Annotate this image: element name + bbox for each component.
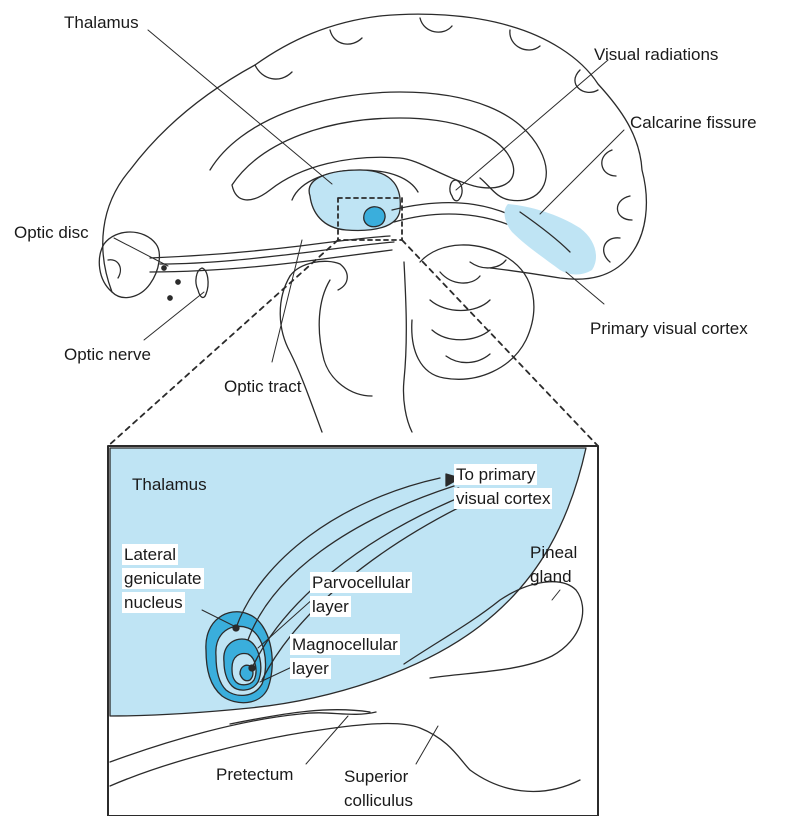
leader-optic-nerve — [144, 292, 204, 340]
leader-visual-radiations — [456, 60, 608, 190]
label-to-cortex-line2: visual cortex — [454, 488, 552, 509]
label-thalamus: Thalamus — [64, 12, 139, 33]
zoom-guide-left — [108, 240, 338, 446]
label-magno-line1: Magnocellular — [290, 634, 400, 655]
lgn-inset — [206, 612, 272, 703]
label-primary-visual-cortex: Primary visual cortex — [590, 318, 748, 339]
cerebellum-folia — [430, 260, 506, 363]
label-lgn-line2: geniculate — [122, 568, 204, 589]
label-superior-line2: colliculus — [344, 790, 413, 811]
retina-dot-3 — [168, 296, 172, 300]
label-magno-line2: layer — [290, 658, 331, 679]
label-pineal-line2: gland — [530, 566, 572, 587]
lgn-small — [364, 207, 385, 227]
brainstem-posterior — [403, 262, 412, 432]
label-parvo-line2: layer — [310, 596, 351, 617]
leader-calcarine-fissure — [540, 130, 624, 214]
pons — [319, 280, 372, 396]
thalamus-region — [309, 170, 400, 230]
optic-nerve-lower — [150, 250, 392, 272]
label-optic-disc: Optic disc — [14, 222, 89, 243]
label-optic-tract: Optic tract — [224, 376, 301, 397]
eyeball — [99, 232, 159, 298]
leader-optic-disc — [114, 238, 168, 266]
eye-front — [108, 260, 120, 278]
neuron-dot-2 — [249, 665, 255, 671]
label-inset-thalamus: Thalamus — [132, 474, 207, 495]
optic-tract-mid — [160, 242, 394, 264]
brain-sagittal-section — [99, 14, 646, 432]
gyri-upper — [255, 18, 598, 92]
label-pineal-line1: Pineal — [530, 542, 577, 563]
brainstem-anterior — [280, 276, 322, 432]
label-lgn-line3: nucleus — [122, 592, 185, 613]
label-parvo-line1: Parvocellular — [310, 572, 412, 593]
retina-dot-1 — [162, 266, 166, 270]
gyri-posterior — [602, 150, 632, 262]
label-superior-line1: Superior — [344, 766, 408, 787]
label-lgn-line1: Lateral — [122, 544, 178, 565]
label-optic-nerve: Optic nerve — [64, 344, 151, 365]
retina-dot-2 — [176, 280, 180, 284]
leader-thalamus — [148, 30, 332, 184]
leader-optic-tract — [272, 240, 302, 362]
label-calcarine-fissure: Calcarine fissure — [630, 112, 757, 133]
label-pretectum: Pretectum — [216, 764, 293, 785]
label-to-cortex-line1: To primary — [454, 464, 537, 485]
primary-visual-cortex-region — [505, 204, 596, 275]
label-visual-radiations: Visual radiations — [594, 44, 718, 65]
